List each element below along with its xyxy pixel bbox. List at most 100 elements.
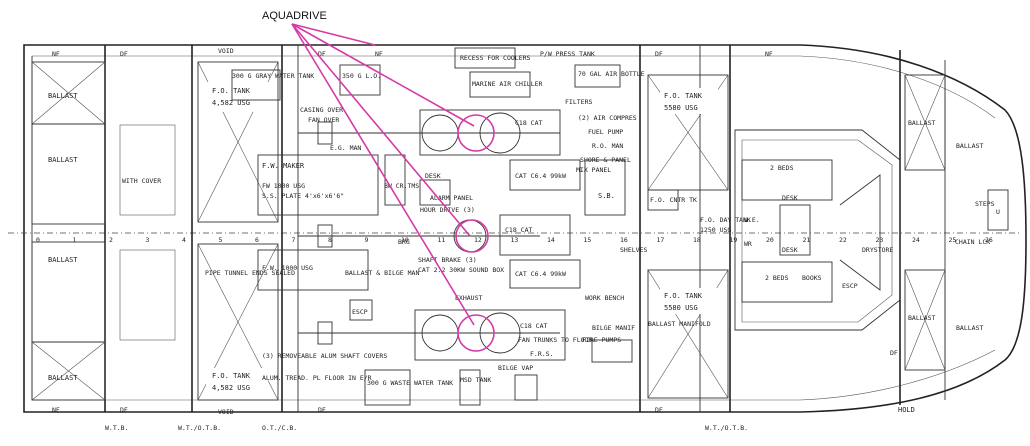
escp-label-fwd: ESCP — [842, 282, 858, 290]
fo-day-tank-label: F.O. DAY TANK — [700, 216, 751, 224]
frame-number: 18 — [693, 236, 701, 244]
drystore-label: DRYSTORE — [862, 246, 893, 254]
footer-wto-fwd: W.T./O.T.B. — [705, 424, 748, 432]
with-cover-label: WITH COVER — [122, 177, 161, 185]
fw-maker-label: F.W. MAKER — [262, 162, 305, 170]
hold-label: HOLD — [898, 406, 915, 414]
ballast-manifold-label: BALLAST MANIFOLD — [648, 320, 711, 328]
fo-tank-fwd-label: F.O. TANK — [664, 92, 703, 100]
ballast-bilge-label: BALLAST & BILGE MAN — [345, 269, 419, 277]
frame-number: 23 — [876, 236, 884, 244]
bilge-manifold-label: BILGE MANIF — [592, 324, 635, 332]
fw-1000-label: FW 1000 USG — [262, 182, 305, 190]
aft-ballast-tanks — [31, 61, 106, 401]
cat-gen-2: CAT C6.4 99kW — [515, 270, 566, 278]
frame-number: 26 — [985, 236, 993, 244]
df-marker-4: DF — [120, 406, 128, 414]
fan-over-label: FAN OVER — [308, 116, 339, 124]
frame-number: 10 — [401, 236, 409, 244]
frame-number: 16 — [620, 236, 628, 244]
fw-1000b-label: F.W. 1000 USG — [262, 264, 313, 272]
pw-press-label: P/W PRESS TANK — [540, 50, 595, 58]
cat-sound-label: CAT 2.2 30KW SOUND BOX — [418, 266, 504, 274]
air-bottle-label: 70 GAL AIR BOTTLE — [578, 70, 645, 78]
bow-tanks — [904, 60, 1009, 400]
df-marker-6: DF — [655, 406, 663, 414]
msd-tank-label: MSD TANK — [460, 376, 491, 384]
pipe-tunnel-label: PIPE TUNNEL ENDS SEALED — [205, 269, 295, 277]
cat-main-3: C18 CAT — [520, 322, 547, 330]
frame-number: 3 — [146, 236, 150, 244]
fo-tank-fwd2-label: F.O. TANK — [664, 292, 703, 300]
casing-over-label: CASING OVER — [300, 106, 343, 114]
fo-tank-aft-capacity: 4,582 USG — [212, 99, 250, 107]
fo-tank-aft-label: F.O. TANK — [212, 87, 251, 95]
nf-marker-3: NF — [765, 50, 773, 58]
beds-label-2: 2 BEDS — [765, 274, 789, 282]
recess-coolers-label: RECESS FOR COOLERS — [460, 54, 531, 62]
hull-outline — [23, 44, 1027, 413]
frame-number: 4 — [182, 236, 186, 244]
frame-number: 22 — [839, 236, 847, 244]
aquadrive-unit-port — [457, 114, 495, 152]
filters-label: FILTERS — [565, 98, 592, 106]
aquadrive-unit-center — [455, 219, 489, 253]
brg-label: BRG — [398, 238, 410, 246]
df-marker-2: DF — [318, 50, 326, 58]
fo-tank-fwd2-capacity: 5580 USG — [664, 304, 698, 312]
fo-day-cap-label: 1250 USG — [700, 226, 731, 234]
frame-number: 11 — [438, 236, 446, 244]
escp-label-aft: ESCP — [352, 308, 368, 316]
fuel-pump-label: FUEL PUMP — [588, 128, 623, 136]
frame-number: 15 — [584, 236, 592, 244]
footer-wto: W.T./O.T.B. — [178, 424, 221, 432]
frame-number: 21 — [803, 236, 811, 244]
sb-label: S.B. — [598, 192, 615, 200]
we-label-1: W.E. — [744, 216, 760, 224]
desk-fwd-label: DESK — [782, 194, 798, 202]
beds-label-1: 2 BEDS — [770, 164, 794, 172]
exhaust-label: EXHAUST — [455, 294, 482, 302]
df-marker-5: DF — [318, 406, 326, 414]
frame-number: 8 — [328, 236, 332, 244]
frame-number: 17 — [657, 236, 665, 244]
ballast-label-1: BALLAST — [48, 92, 78, 100]
alum-tread-label: ALUM. TREAD. PL FLOOR IN E/R — [262, 374, 372, 382]
frame-number: 20 — [766, 236, 774, 244]
footer-otb: O.T./C.B. — [262, 424, 297, 432]
fire-pumps-label: FIRE PUMPS — [582, 336, 621, 344]
shore-panel-label: SHORE & PANEL — [580, 156, 631, 164]
bow-ballast-1: BALLAST — [908, 119, 935, 127]
bilge-vap-label: BILGE VAP — [498, 364, 533, 372]
df-marker-3: DF — [655, 50, 663, 58]
bw-crtms-label: BW CR.TMS — [384, 182, 419, 190]
fo-tank-aft2-label: F.O. TANK — [212, 372, 251, 380]
aquadrive-callout — [291, 23, 495, 352]
nf-marker-1: NF — [52, 50, 60, 58]
df-marker-7: DF — [890, 349, 898, 357]
hull-inner — [32, 55, 996, 401]
waste-water-label: 300 G WASTE WATER TANK — [367, 379, 453, 387]
ballast-label-2: BALLAST — [48, 156, 78, 164]
ballast-label-3: BALLAST — [48, 256, 78, 264]
marine-air-label: MARINE AIR CHILLER — [472, 80, 543, 88]
desk-label: DESK — [425, 172, 441, 180]
air-compressors-label: (2) AIR COMPRES — [578, 114, 637, 122]
engine-room — [231, 47, 633, 406]
frame-number: 14 — [547, 236, 555, 244]
ballast-label-4: BALLAST — [48, 374, 78, 382]
aquadrive-title: AQUADRIVE — [262, 10, 327, 22]
frame-number: 5 — [219, 236, 223, 244]
footer-wtb: W.T.B. — [105, 424, 128, 432]
steps-label: STEPS — [975, 200, 995, 208]
fo-tank-fwd-capacity: 5580 USG — [664, 104, 698, 112]
cat-gen-1: CAT C6.4 99kW — [515, 172, 566, 180]
void-bottom: VOID — [218, 408, 234, 416]
frame-number: 1 — [73, 236, 77, 244]
frame-number: 25 — [949, 236, 957, 244]
frame-number: 7 — [292, 236, 296, 244]
cat-main-1: C18 CAT — [515, 119, 542, 127]
work-bench-label: WORK BENCH — [585, 294, 624, 302]
